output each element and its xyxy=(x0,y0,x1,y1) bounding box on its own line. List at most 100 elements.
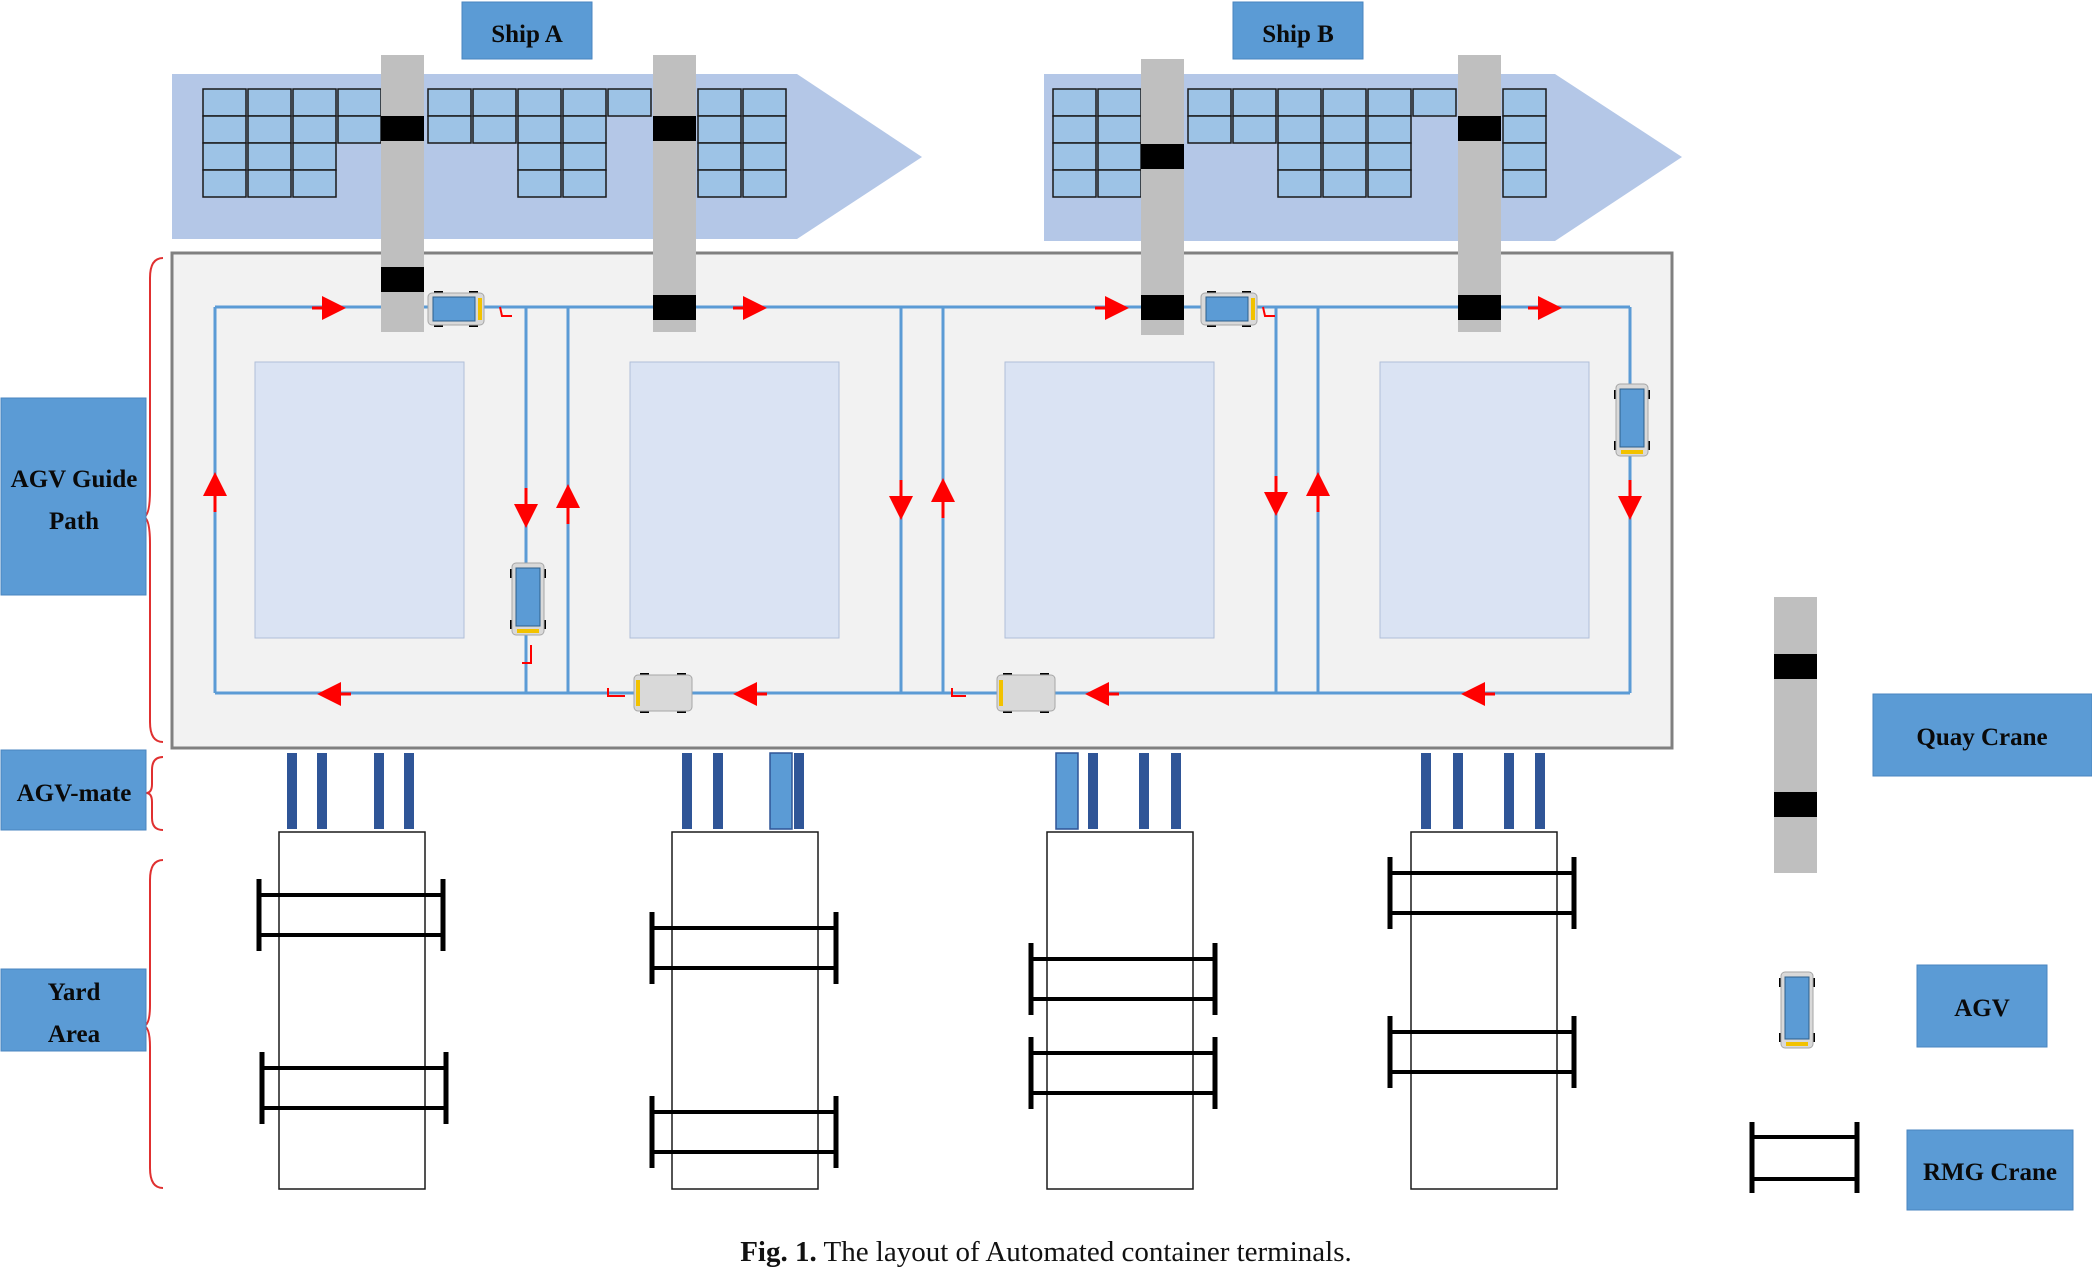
legend-quay-crane-box xyxy=(1872,693,2092,777)
container xyxy=(562,142,607,171)
container xyxy=(1187,88,1232,117)
agv-cab xyxy=(636,680,640,706)
agv-container xyxy=(432,296,476,322)
ship-a-stack-7 xyxy=(517,88,562,198)
container xyxy=(202,115,247,144)
agv-container xyxy=(1784,976,1810,1040)
block-zone-3 xyxy=(1004,361,1215,639)
agv-mate-group-4 xyxy=(1421,753,1545,829)
container xyxy=(292,115,337,144)
label-agv-guide-path: AGV Guide Path xyxy=(0,397,147,596)
ship-b-stack-4 xyxy=(1232,88,1277,144)
legend-quay-crane-symbol xyxy=(1774,597,1817,873)
container xyxy=(1412,88,1457,117)
legend: Quay Crane AGV RMG Crane xyxy=(1749,597,2092,1211)
label-agv-guide-path-line2: Path xyxy=(49,508,99,535)
container xyxy=(517,142,562,171)
yard-blocks xyxy=(278,831,1558,1190)
container xyxy=(1322,142,1367,171)
agv-mate xyxy=(1139,753,1149,829)
container xyxy=(427,115,472,144)
ship-b-stack-8 xyxy=(1412,88,1457,117)
container xyxy=(1277,142,1322,171)
container xyxy=(697,88,742,117)
ship-b-stack-3 xyxy=(1187,88,1232,144)
turn-arrow-1 xyxy=(499,306,512,317)
container xyxy=(292,88,337,117)
rmg-cranes xyxy=(256,857,1577,1168)
turn-arrow-3 xyxy=(522,645,532,664)
rmg-crane-3 xyxy=(649,912,839,984)
container xyxy=(292,169,337,198)
ship-a-stack-9 xyxy=(607,88,652,117)
agv-mate xyxy=(404,753,414,829)
ship-a-stack-1 xyxy=(202,88,247,198)
container xyxy=(472,115,517,144)
legend-agv-box xyxy=(1916,964,2048,1048)
container xyxy=(742,142,787,171)
quay-crane-spreader xyxy=(653,116,696,141)
agv-mate xyxy=(1535,753,1545,829)
ship-a-stack-8 xyxy=(562,88,607,198)
container xyxy=(562,169,607,198)
agv-container xyxy=(515,567,541,627)
agv-mate xyxy=(1421,753,1431,829)
agv-mate-group-1 xyxy=(287,753,414,829)
container xyxy=(517,88,562,117)
quay-crane-body xyxy=(1458,55,1501,332)
ship-b-stack-9 xyxy=(1502,88,1547,198)
agv-mate xyxy=(374,753,384,829)
container xyxy=(1052,88,1097,117)
agvs xyxy=(427,291,1650,713)
ship-a-stack-3 xyxy=(292,88,337,198)
rmg-crane-5 xyxy=(1028,943,1218,1015)
ship-a-stack-6 xyxy=(472,88,517,144)
agv-mate xyxy=(1088,753,1098,829)
container xyxy=(1367,115,1412,144)
agv-3 xyxy=(510,562,546,636)
label-agv-mate-text: AGV-mate xyxy=(17,780,132,807)
container xyxy=(697,169,742,198)
legend-agv-text: AGV xyxy=(1954,995,2010,1022)
container xyxy=(1502,88,1547,117)
quay-crane-body xyxy=(1141,59,1184,335)
quay-crane-spreader xyxy=(1458,116,1501,141)
container xyxy=(1502,142,1547,171)
agv-mate xyxy=(287,753,297,829)
ship-b-stack-1 xyxy=(1052,88,1097,198)
figure-caption-text: The layout of Automated container termin… xyxy=(816,1236,1352,1268)
agv-mates xyxy=(287,752,1545,830)
turn-arrow-2 xyxy=(1262,306,1275,317)
rmg-crane-2 xyxy=(259,1052,449,1124)
agv-container xyxy=(1205,296,1249,322)
ship-a-stack-10 xyxy=(697,88,742,198)
label-yard-area: Yard Area xyxy=(0,968,147,1052)
ship-a xyxy=(172,74,922,239)
container xyxy=(607,88,652,117)
agv-4 xyxy=(1614,383,1650,457)
container xyxy=(742,169,787,198)
yard-block-3 xyxy=(1046,831,1194,1190)
quay-crane-2 xyxy=(653,55,696,332)
container xyxy=(202,169,247,198)
container xyxy=(697,115,742,144)
container xyxy=(247,115,292,144)
figure-caption-prefix: Fig. 1. xyxy=(740,1236,817,1268)
container xyxy=(742,115,787,144)
label-ship-b-text: Ship B xyxy=(1262,21,1334,48)
agv-cab xyxy=(999,680,1003,706)
ship-a-stack-5 xyxy=(427,88,472,144)
agv-mate-container xyxy=(769,752,793,830)
legend-rmg-crane-box xyxy=(1906,1129,2074,1211)
quay-crane-body xyxy=(653,55,696,332)
label-yard-area-line1: Yard xyxy=(48,979,101,1006)
quay-crane-spreader xyxy=(381,267,424,292)
ship-a-stack-11 xyxy=(742,88,787,198)
label-yard-area-box xyxy=(0,968,147,1052)
container xyxy=(1097,115,1142,144)
quay-crane-spreader xyxy=(1141,295,1184,320)
container xyxy=(1187,115,1232,144)
agv-mate xyxy=(1453,753,1463,829)
agv-body xyxy=(996,674,1056,712)
agv-mate-group-2 xyxy=(682,752,804,830)
